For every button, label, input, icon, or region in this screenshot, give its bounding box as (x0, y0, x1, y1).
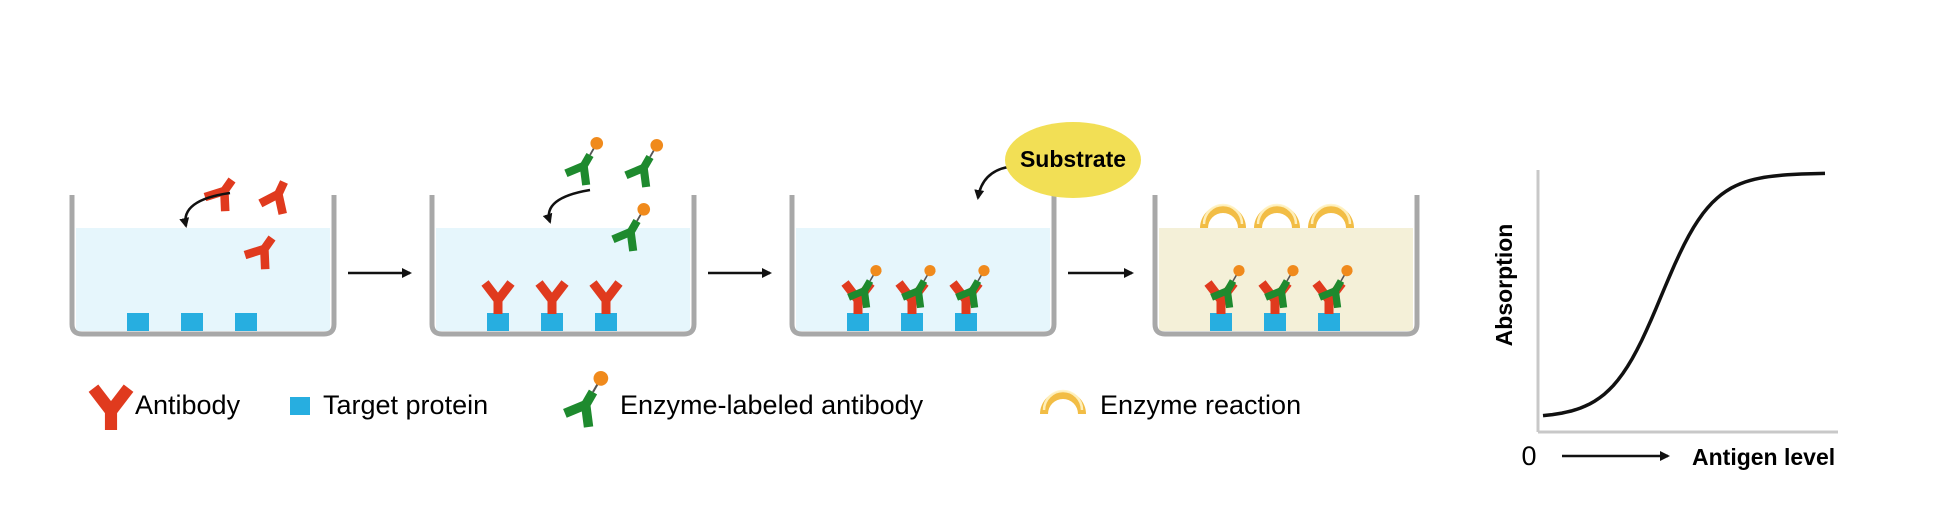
target-protein (1210, 313, 1232, 331)
target-protein (847, 313, 869, 331)
antibody (258, 180, 288, 215)
antibody (589, 280, 623, 314)
substrate-bubble: Substrate (1005, 122, 1141, 198)
assay-steps (69, 137, 1420, 337)
legend-antibody-label: Antibody (135, 390, 241, 420)
origin-label: 0 (1521, 441, 1536, 471)
substrate-label: Substrate (1020, 146, 1126, 172)
legend: Antibody Target protein Enzyme-labeled a… (88, 371, 1301, 430)
target-protein (955, 313, 977, 331)
well-wall (789, 195, 1057, 337)
enzyme-labeled-antibody (624, 139, 664, 188)
target-protein (541, 313, 563, 331)
well-wall (69, 195, 337, 337)
well-wall (429, 195, 697, 337)
absorption-curve (1542, 171, 1826, 418)
antibody (481, 280, 515, 314)
x-axis-label: Antigen level (1692, 444, 1835, 470)
enzyme-reaction-glow (1200, 203, 1246, 228)
enzyme-reaction-glow (1254, 203, 1300, 228)
target-protein (901, 313, 923, 331)
well-step-3 (789, 165, 1057, 337)
well-step-2 (429, 137, 697, 337)
enzyme-labeled-antibody (901, 265, 936, 309)
enzyme-labeled-antibody (1264, 265, 1299, 309)
target-protein (595, 313, 617, 331)
legend-enzyme-labeled-antibody-label: Enzyme-labeled antibody (620, 390, 924, 420)
enzyme-labeled-antibody (847, 265, 882, 309)
addition-arrow (179, 191, 231, 228)
legend-target-protein-label: Target protein (323, 390, 488, 420)
y-axis-label: Absorption (1491, 224, 1517, 347)
target-protein (487, 313, 509, 331)
addition-arrow (542, 188, 591, 224)
target-protein (235, 313, 257, 331)
target-protein (127, 313, 149, 331)
enzyme-reaction-glow (1040, 389, 1086, 414)
enzyme-labeled-antibody (1318, 265, 1353, 309)
enzyme-reaction-icon (1040, 389, 1086, 414)
target-protein (1318, 313, 1340, 331)
well-wall (1152, 195, 1420, 337)
absorption-chart: Absorption 0 Antigen level (1491, 170, 1838, 471)
well-step-1 (69, 177, 337, 337)
antibody (535, 280, 569, 314)
enzyme-labeled-antibody (563, 371, 609, 428)
target-protein-icon (290, 397, 310, 415)
antibody (203, 177, 236, 212)
addition-arrow (974, 165, 1009, 200)
legend-enzyme-reaction-label: Enzyme reaction (1100, 390, 1301, 420)
enzyme-labeled-antibody-icon (563, 371, 609, 428)
target-protein (181, 313, 203, 331)
antibody (243, 235, 276, 270)
enzyme-reaction-glow (1308, 203, 1354, 228)
target-protein (1264, 313, 1286, 331)
enzyme-labeled-antibody (611, 203, 651, 252)
enzyme-labeled-antibody (564, 137, 604, 186)
substrate-ellipse (1005, 122, 1141, 198)
well-step-4 (1152, 195, 1420, 337)
antibody (88, 384, 134, 430)
enzyme-labeled-antibody (955, 265, 990, 309)
antibody-icon (88, 384, 134, 430)
enzyme-labeled-antibody (1210, 265, 1245, 309)
